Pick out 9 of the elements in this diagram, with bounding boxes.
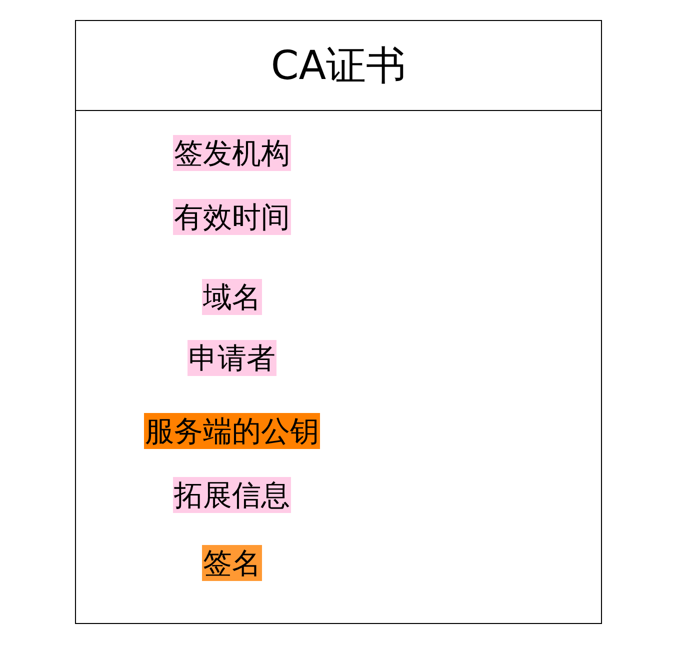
field-label: 签名 — [202, 545, 262, 581]
field-label: 域名 — [202, 279, 262, 315]
field-label: 申请者 — [188, 340, 276, 376]
box-title: CA证书 — [270, 42, 406, 91]
field-label: 服务端的公钥 — [144, 413, 320, 449]
field-label: 有效时间 — [173, 199, 291, 235]
field-label: 拓展信息 — [173, 477, 291, 513]
certificate-box — [75, 20, 602, 624]
field-label: 签发机构 — [173, 135, 291, 171]
